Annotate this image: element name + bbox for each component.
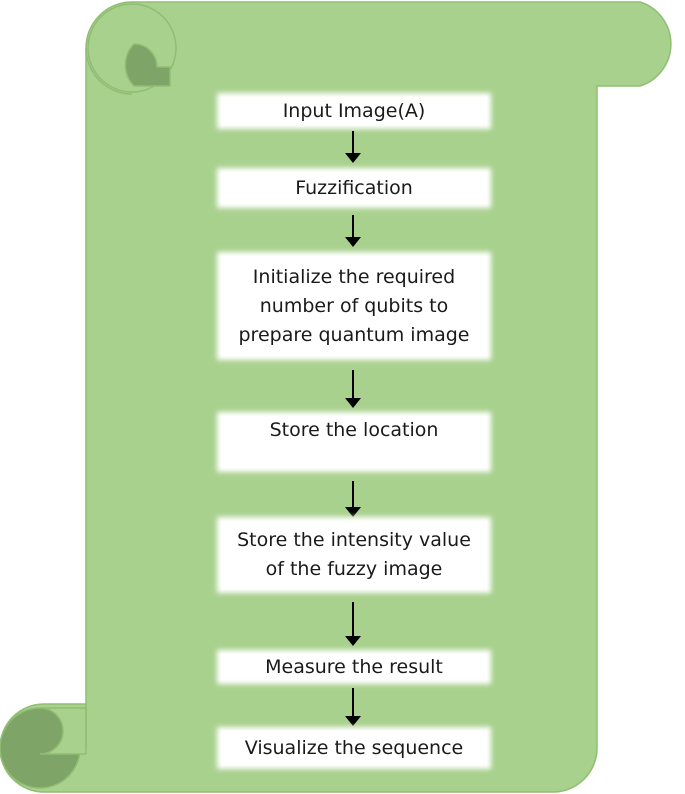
step-initialize-qubits: Initialize the required number of qubits…: [221, 256, 487, 356]
step-fuzzification: Fuzzification: [221, 172, 487, 204]
arrow-2: [345, 215, 361, 247]
arrow-4: [345, 481, 361, 517]
step-input-image-label: Input Image(A): [282, 99, 426, 122]
step-store-location-label: Store the location: [269, 419, 439, 441]
top-curl-fold: [85, 47, 133, 95]
step-input-image: Input Image(A): [221, 97, 487, 125]
arrow-1: [345, 131, 361, 163]
arrow-5: [345, 602, 361, 646]
step-measure-result: Measure the result: [221, 654, 487, 680]
top-curl-shadow: [124, 43, 171, 87]
scroll-body: [0, 1, 672, 793]
step-store-intensity: Store the intensity value of the fuzzy i…: [221, 521, 487, 589]
step-fuzzification-label: Fuzzification: [295, 176, 413, 199]
step-measure-result-label: Measure the result: [265, 655, 443, 678]
step-store-intensity-label: Store the intensity value of the fuzzy i…: [237, 529, 471, 580]
step-store-location: Store the location: [221, 416, 487, 468]
bottom-curl-fold: [39, 707, 87, 755]
arrow-3: [345, 370, 361, 408]
step-visualize-sequence-label: Visualize the sequence: [244, 736, 464, 759]
arrow-6: [345, 688, 361, 726]
step-initialize-qubits-label: Initialize the required number of qubits…: [238, 265, 470, 346]
step-visualize-sequence: Visualize the sequence: [221, 731, 487, 765]
